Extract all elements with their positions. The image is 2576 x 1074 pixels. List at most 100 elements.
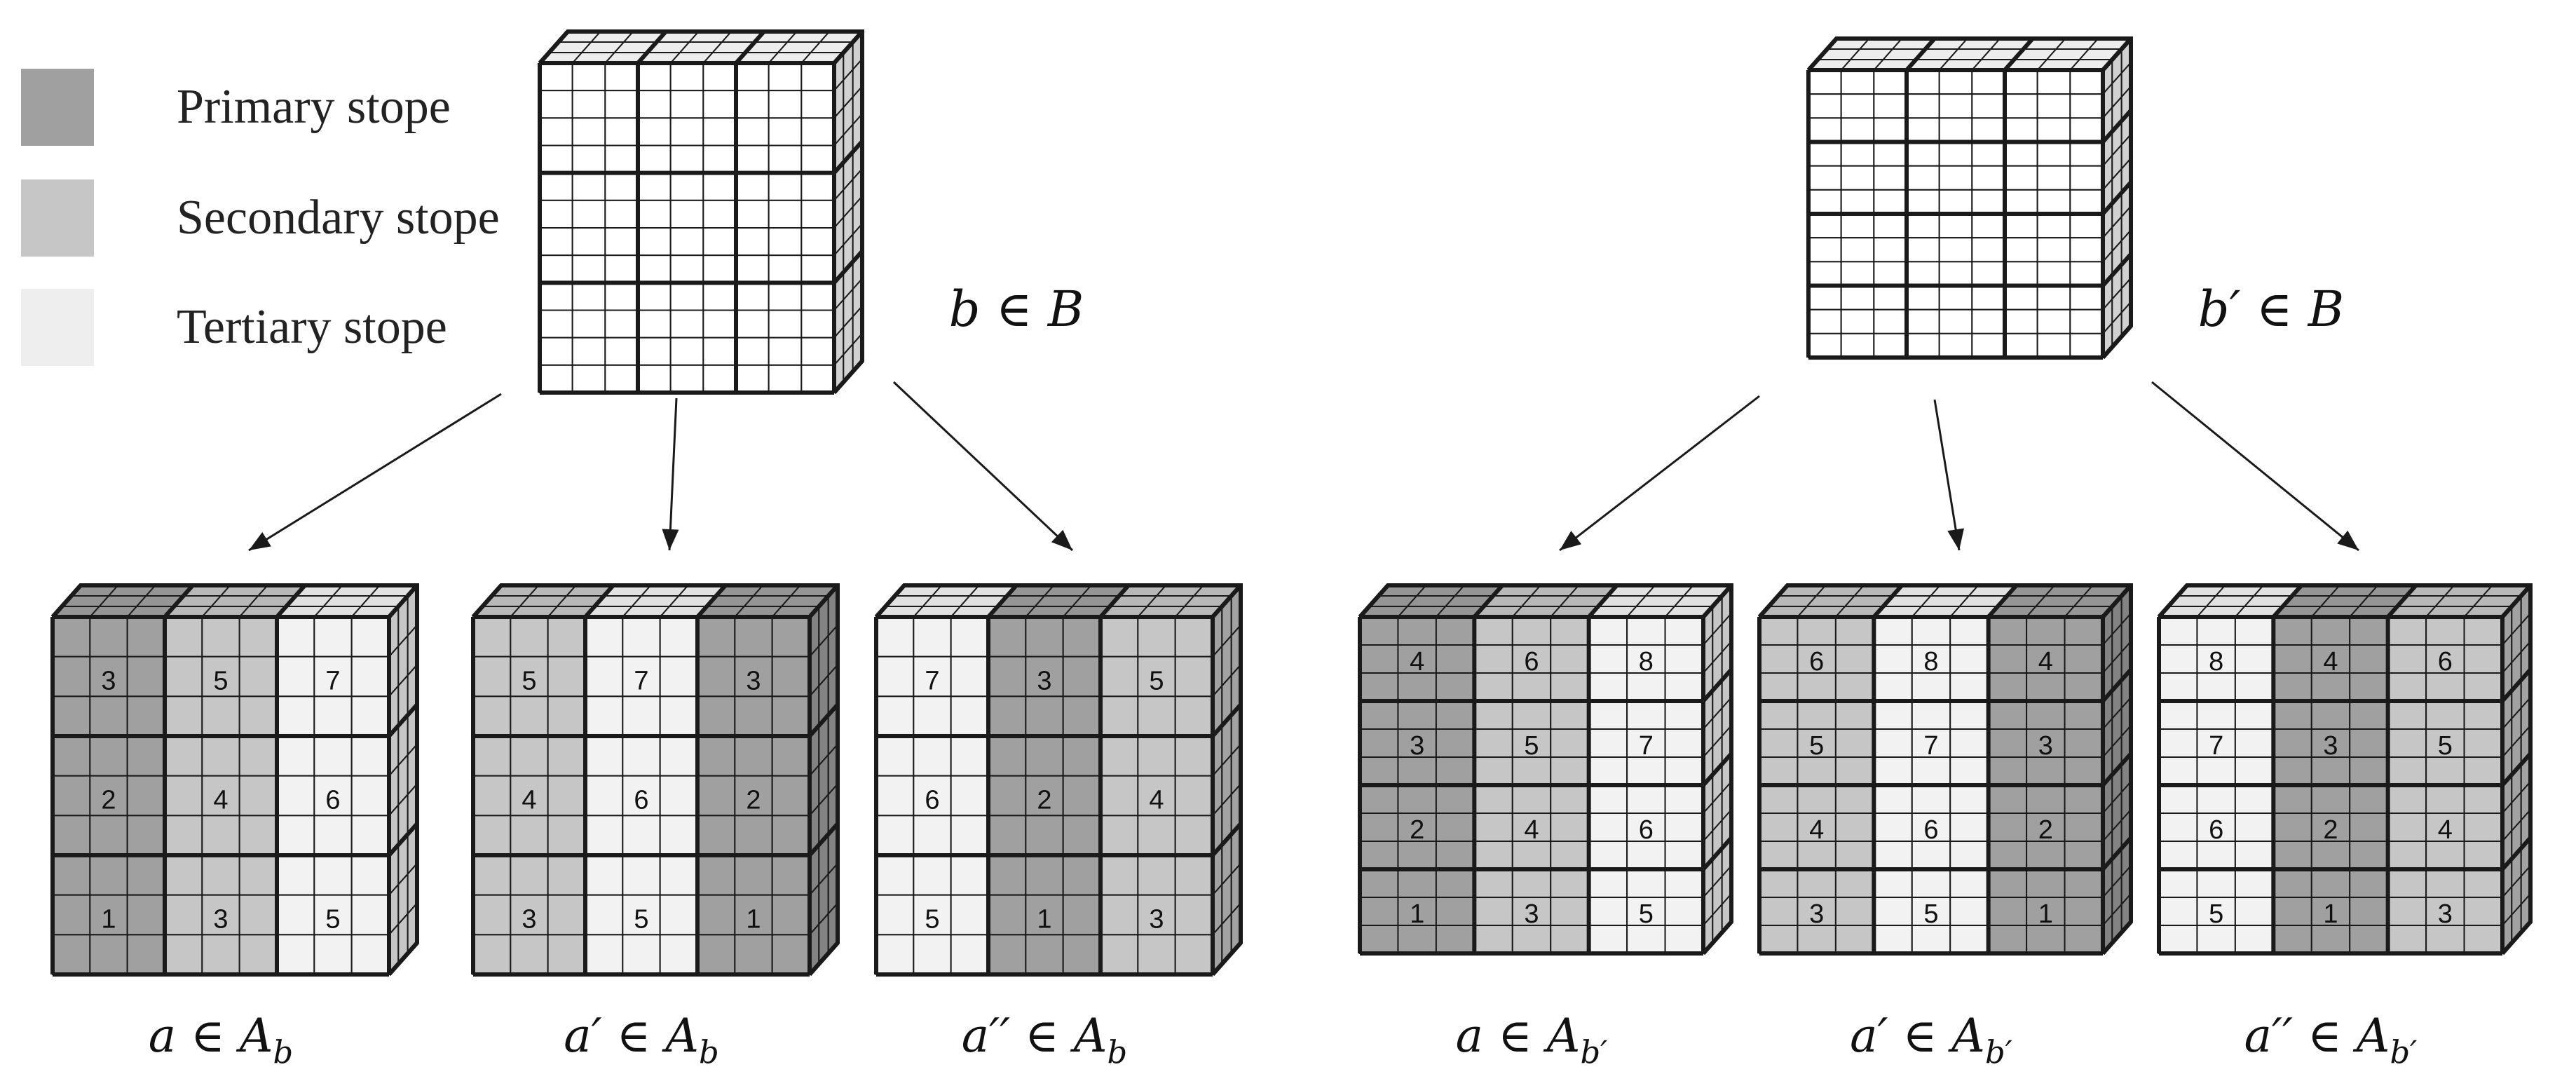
front-cell — [350, 655, 390, 698]
front-cell — [1987, 784, 2028, 814]
front-cell — [2196, 672, 2236, 702]
front-cell — [1062, 695, 1101, 737]
front-cell — [2064, 616, 2104, 646]
sequence-number: 4 — [1809, 815, 1824, 845]
level-boundary — [2101, 109, 2133, 144]
front-cell — [2158, 784, 2198, 814]
front-cell — [52, 655, 91, 698]
front-cell — [1797, 784, 1836, 814]
front-cell — [571, 364, 606, 393]
front-cell — [1588, 869, 1628, 898]
level-boundary — [2101, 836, 2133, 871]
sequence-number: 6 — [634, 786, 648, 815]
front-cell — [1808, 332, 1842, 359]
sequence-number: 4 — [522, 786, 536, 815]
front-cell — [1938, 189, 1973, 215]
front-cell — [1906, 285, 1940, 311]
sequence-number: 5 — [1639, 899, 1654, 929]
sequence-number: 3 — [1809, 899, 1824, 929]
front-cell — [571, 117, 606, 147]
front-cell — [2234, 644, 2275, 674]
front-cell — [2463, 644, 2504, 674]
front-cell — [89, 855, 128, 896]
front-cell — [735, 227, 770, 257]
front-cell — [1664, 756, 1705, 786]
front-cell — [1511, 813, 1552, 842]
front-cell — [702, 337, 737, 366]
front-cell — [1873, 117, 1907, 143]
front-cell — [2349, 672, 2389, 702]
front-cell — [800, 227, 836, 257]
front-cell — [768, 309, 803, 339]
front-cell — [1873, 925, 1913, 954]
front-cell — [126, 815, 166, 857]
level-boundary — [2500, 836, 2533, 871]
level-boundary — [2500, 668, 2533, 702]
front-cell — [2069, 117, 2104, 143]
front-cell — [350, 815, 390, 857]
front-cell — [604, 282, 639, 311]
front-cell — [2349, 728, 2389, 758]
front-cell — [2272, 672, 2312, 702]
front-cell — [1511, 700, 1552, 730]
front-cell — [1906, 261, 1940, 287]
sequence-number: 3 — [1149, 905, 1164, 934]
front-cell — [2004, 285, 2038, 311]
sequence-number: 1 — [1410, 899, 1424, 929]
front-cell — [1834, 700, 1875, 730]
front-cell — [2064, 869, 2104, 898]
front-cell — [1025, 775, 1064, 817]
front-cell — [1759, 784, 1799, 814]
front-cell — [1873, 308, 1907, 334]
front-cell — [622, 735, 661, 777]
front-cell — [1906, 213, 1940, 239]
arrow-shaft — [892, 381, 1074, 552]
parent-block-label: b ∈ B — [949, 280, 1084, 338]
front-cell — [800, 254, 836, 284]
front-cell — [604, 254, 639, 284]
sequence-number: 7 — [2209, 731, 2223, 761]
front-cell — [875, 655, 915, 698]
stope-boundary — [2003, 37, 2035, 72]
front-cell — [1588, 672, 1628, 702]
front-cell — [547, 855, 587, 896]
legend-item-secondary: Secondary stope — [21, 179, 500, 257]
front-cell — [800, 62, 836, 92]
front-cell — [768, 227, 803, 257]
front-cell — [1550, 925, 1590, 954]
sequence-number: 2 — [101, 786, 116, 815]
front-cell — [1797, 813, 1836, 842]
front-cell — [659, 894, 699, 936]
front-cell — [1588, 897, 1628, 926]
front-cell — [1062, 894, 1101, 936]
alternative-label: a′′ ∈ Ab′ — [2244, 1009, 2418, 1071]
front-cell — [1797, 616, 1836, 646]
front-cell — [539, 62, 573, 92]
front-cell — [201, 855, 240, 896]
front-cell — [1473, 813, 1513, 842]
alternative-label: a ∈ Ab′ — [1456, 1009, 1608, 1071]
front-cell — [1808, 117, 1842, 143]
cube-outline — [50, 583, 419, 976]
front-cell — [2463, 700, 2504, 730]
front-cell — [1550, 784, 1590, 814]
arrow-shaft — [248, 393, 502, 552]
front-cell — [1511, 841, 1552, 870]
front-cell — [126, 655, 166, 698]
front-cell — [539, 117, 573, 147]
stope-boundary — [734, 30, 766, 64]
front-cell — [622, 775, 661, 817]
front-cell — [1397, 925, 1437, 954]
legend-label-tertiary: Tertiary stope — [177, 300, 447, 354]
front-cell — [702, 254, 737, 284]
front-cell — [702, 90, 737, 119]
front-cell — [697, 775, 736, 817]
front-cell — [276, 894, 315, 936]
front-cell — [1550, 672, 1590, 702]
front-cell — [1906, 332, 1940, 359]
front-cell — [1987, 644, 2028, 674]
front-cell — [659, 775, 699, 817]
sequence-number: 3 — [2438, 899, 2453, 929]
front-cell — [313, 934, 353, 976]
